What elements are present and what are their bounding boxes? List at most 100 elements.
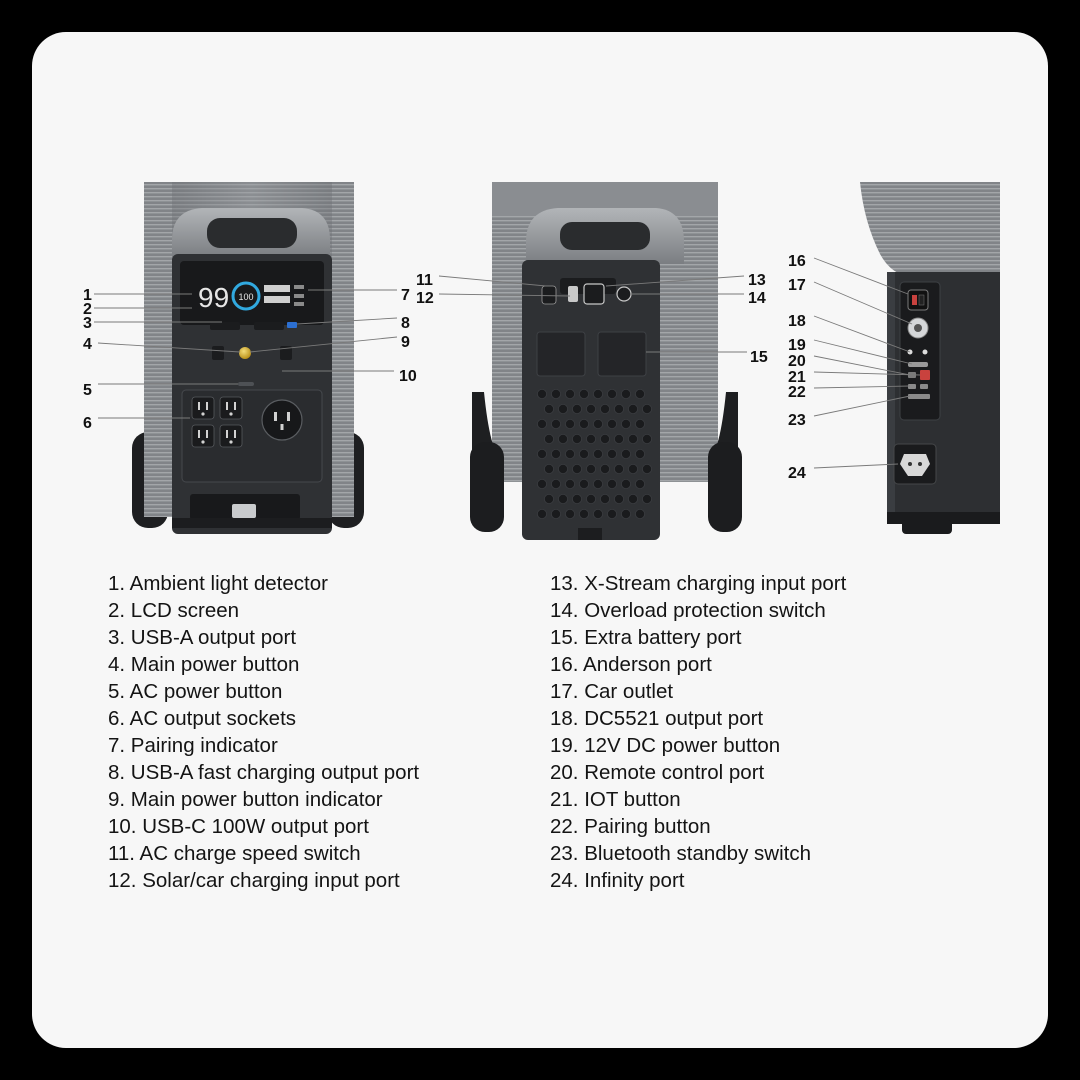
leader-line [249, 336, 398, 353]
callout-number: 14 [748, 290, 766, 307]
callout-number: 7 [401, 287, 410, 304]
leader-line [438, 275, 547, 287]
vent-hole [635, 508, 646, 519]
side-view [860, 182, 1000, 534]
vent-hole [579, 448, 590, 459]
lcd-ring [231, 281, 261, 311]
legend-item: 4. Main power button [108, 653, 300, 676]
vent-hole [635, 448, 646, 459]
callout-number: 3 [83, 315, 92, 332]
vent-hole [635, 388, 646, 399]
pairing-button [908, 384, 916, 389]
vent-hole [565, 478, 576, 489]
vent-hole [628, 493, 639, 504]
vent-hole [614, 493, 625, 504]
legend-item: 2. LCD screen [108, 599, 240, 622]
vent-hole [558, 493, 569, 504]
callout-number: 13 [748, 272, 766, 289]
rear-panel [522, 260, 660, 540]
callout-number: 12 [416, 290, 434, 307]
legend-item: 24. Infinity port [550, 869, 685, 892]
vent-hole [586, 493, 597, 504]
leader-line [813, 355, 911, 376]
vent-hole [607, 388, 618, 399]
legend-item: 6. AC output sockets [108, 707, 297, 730]
diagram-card: 99 100 [32, 32, 1048, 1048]
legend-item: 7. Pairing indicator [108, 734, 278, 757]
callout-number: 21 [788, 369, 806, 386]
legend-item: 22. Pairing button [550, 815, 711, 838]
overload-protection-switch [616, 286, 632, 302]
usb-c-port-right [280, 346, 292, 360]
vent-hole [544, 403, 555, 414]
vent-hole [621, 478, 632, 489]
legend-item: 1. Ambient light detector [108, 572, 328, 595]
leader-line [813, 395, 911, 417]
vent-hole [593, 388, 604, 399]
vent-hole [621, 418, 632, 429]
vent-hole [565, 448, 576, 459]
vent-hole [586, 463, 597, 474]
iot-button [920, 370, 930, 380]
usb-a-port [210, 322, 240, 330]
vent-hole [593, 418, 604, 429]
vent-hole [621, 448, 632, 459]
vent-hole [551, 508, 562, 519]
vent-hole [642, 403, 653, 414]
vent-hole [586, 433, 597, 444]
vent-hole [607, 508, 618, 519]
legend-item: 19. 12V DC power button [550, 734, 781, 757]
usb-c-port-left [212, 346, 224, 360]
front-view: 99 100 [132, 182, 364, 534]
vent-hole [600, 493, 611, 504]
legend-item: 15. Extra battery port [550, 626, 742, 649]
legend-item: 5. AC power button [108, 680, 283, 703]
leader-line [97, 342, 241, 353]
callout-number: 5 [83, 382, 92, 399]
leader-lines [94, 257, 921, 469]
lcd-screen [180, 261, 324, 325]
callout-number: 24 [788, 465, 806, 482]
vent-hole [593, 448, 604, 459]
front-latch [232, 504, 256, 518]
legend-item: 13. X-Stream charging input port [550, 572, 847, 595]
extra-battery-port-left [536, 331, 586, 377]
callout-number: 1 [83, 287, 92, 304]
vent-hole [579, 508, 590, 519]
vent-hole [593, 508, 604, 519]
legend-right: 13. X-Stream charging input port 14. Over… [550, 570, 846, 894]
rear-handle-slot [560, 222, 650, 250]
vent-hole [614, 463, 625, 474]
vent-hole [600, 403, 611, 414]
rear-left-wheel [470, 442, 504, 532]
legend-item: 16. Anderson port [550, 653, 712, 676]
vent-hole [600, 433, 611, 444]
vent-hole [536, 418, 547, 429]
leader-line [813, 281, 913, 325]
callout-number: 10 [399, 368, 417, 385]
vent-hole [565, 388, 576, 399]
vent-hole [635, 478, 646, 489]
vent-hole [558, 403, 569, 414]
ac-output-sockets [191, 396, 243, 448]
solar-car-input-port [568, 286, 578, 302]
vent-hole [628, 463, 639, 474]
legend-item: 20. Remote control port [550, 761, 765, 784]
vent-hole [607, 418, 618, 429]
callout-number: 15 [750, 349, 768, 366]
rear-view [470, 182, 742, 540]
product-diagram: 99 100 [83, 182, 1000, 540]
vent-hole [536, 478, 547, 489]
vent-hole [593, 478, 604, 489]
vent-hole [551, 448, 562, 459]
callout-number: 4 [83, 336, 92, 353]
usb-a-fast-port-blue [287, 322, 297, 328]
vent-hole [579, 418, 590, 429]
legend-item: 11. AC charge speed switch [108, 842, 361, 865]
legend-item: 3. USB-A output port [108, 626, 297, 649]
legend-item: 14. Overload protection switch [550, 599, 826, 622]
vent-hole [607, 448, 618, 459]
leader-line [605, 275, 745, 287]
leader-line [813, 315, 911, 353]
